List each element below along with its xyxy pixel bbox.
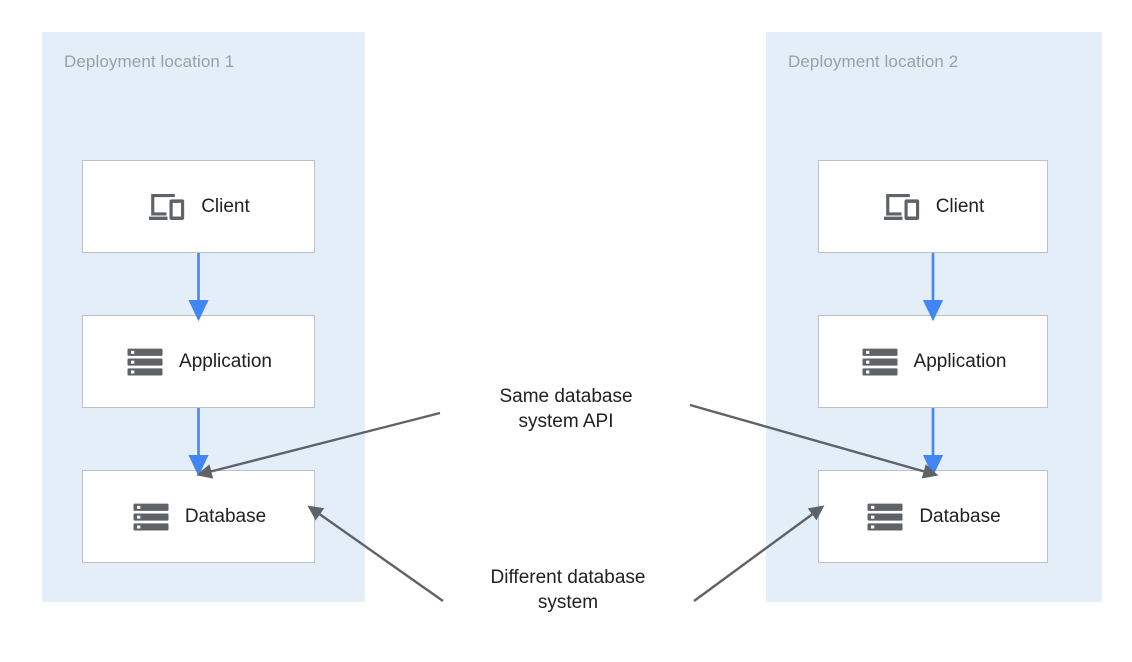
node-database-2[interactable]: Database xyxy=(818,470,1048,563)
server-stack-icon xyxy=(127,348,163,375)
annotation-same-database-system-api: Same database system API xyxy=(499,386,633,432)
devices-icon xyxy=(883,193,919,220)
node-database-2-label: Database xyxy=(919,505,1001,527)
devices-icon xyxy=(149,193,185,220)
server-stack-icon xyxy=(133,503,169,530)
node-application-2[interactable]: Application xyxy=(818,315,1048,408)
server-stack-icon xyxy=(867,503,903,530)
node-application-1[interactable]: Application xyxy=(82,315,315,408)
node-application-1-label: Application xyxy=(179,350,272,372)
node-client-2-label: Client xyxy=(935,195,985,217)
deployment-location-1-title: Deployment location 1 xyxy=(64,52,235,71)
node-client-1-label: Client xyxy=(201,195,250,217)
node-database-1[interactable]: Database xyxy=(82,470,315,563)
node-client-1[interactable]: Client xyxy=(82,160,315,253)
server-stack-icon xyxy=(862,348,898,375)
node-database-1-label: Database xyxy=(184,505,267,527)
deployment-location-2-title: Deployment location 2 xyxy=(788,52,959,71)
node-application-2-label: Application xyxy=(913,350,1007,372)
annotation-different-database-system: Different database system xyxy=(490,567,646,613)
node-client-2[interactable]: Client xyxy=(818,160,1048,253)
